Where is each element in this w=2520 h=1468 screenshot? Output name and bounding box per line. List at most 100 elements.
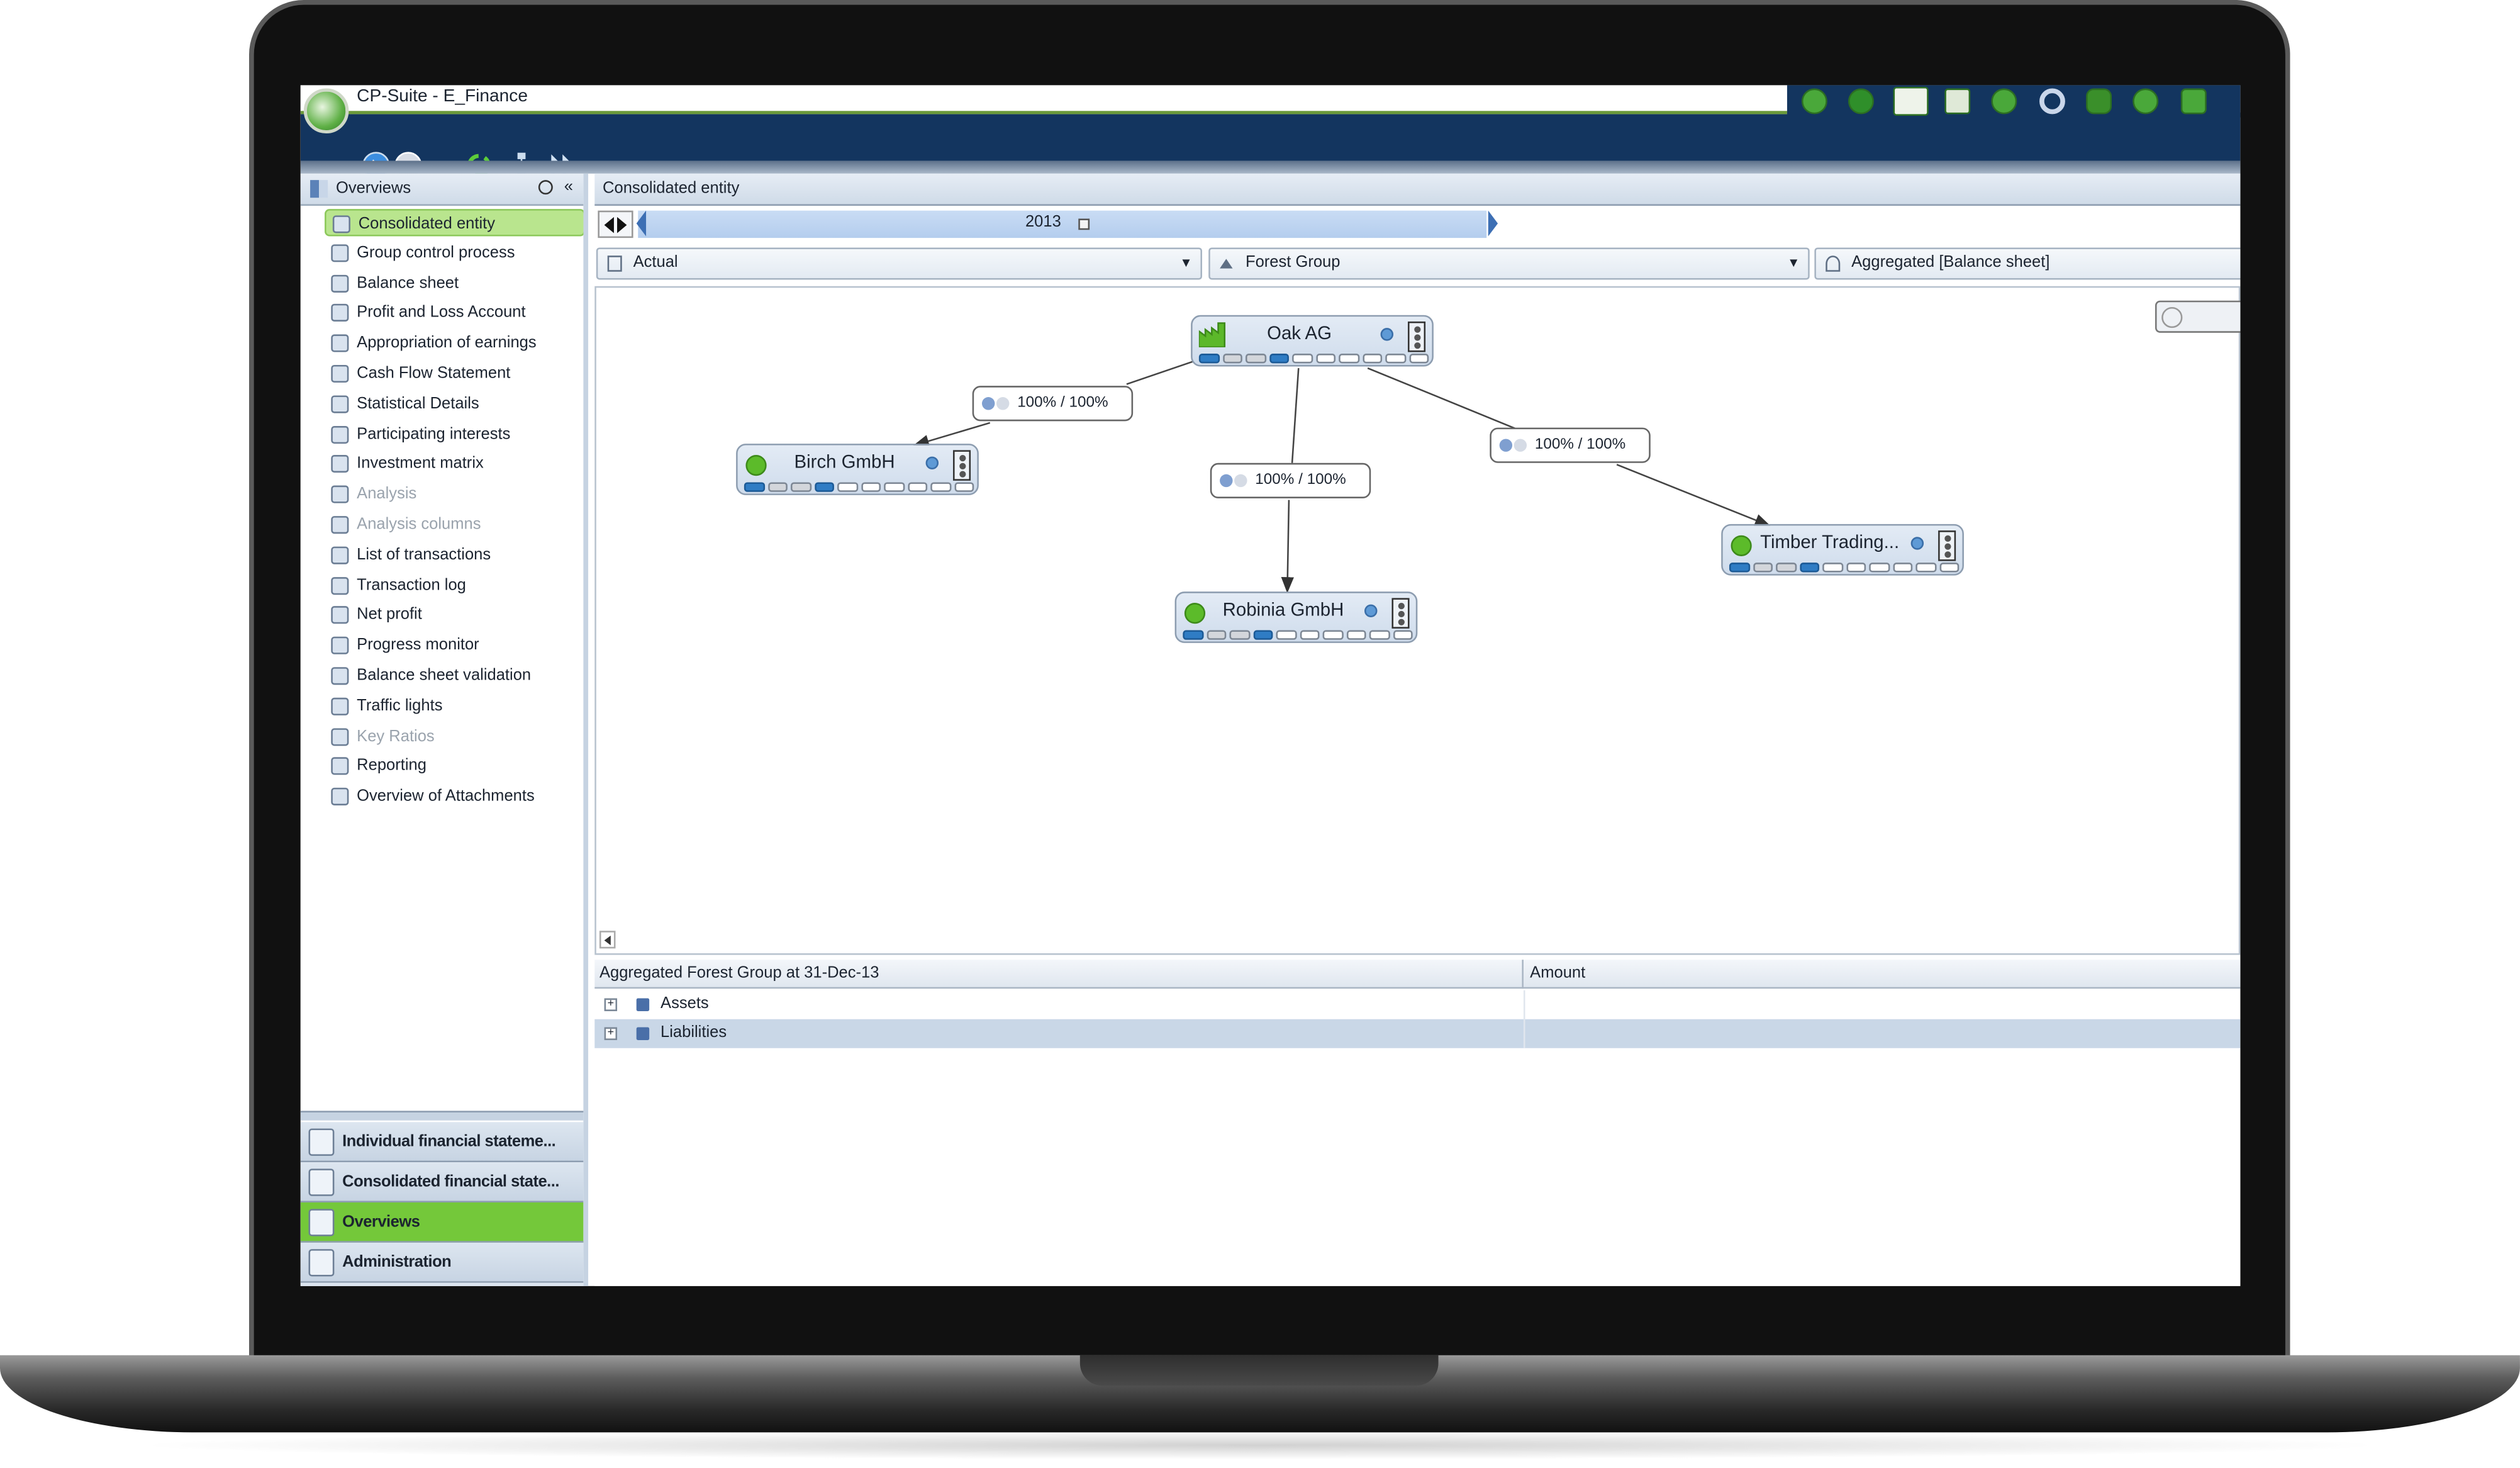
module-label: Administration [342,1253,452,1272]
sidebar-item[interactable]: Reporting [325,753,583,780]
info-icon[interactable] [1910,537,1924,550]
timeline-end-handle[interactable] [1488,210,1498,237]
module-button[interactable]: Consolidated financial state... [300,1162,584,1202]
more-menu-icon[interactable] [1938,530,1956,561]
sidebar-item[interactable]: Balance sheet validation [325,663,583,690]
sidebar-item[interactable]: List of transactions [325,541,583,568]
compass-icon[interactable] [2133,88,2159,115]
sidebar-item[interactable]: Net profit [325,602,583,629]
info-icon[interactable] [925,456,939,470]
timeline-start-handle[interactable] [636,210,647,237]
edge-arrow [1616,464,1771,527]
entity-node[interactable]: Timber Trading... [1721,524,1964,576]
module-button[interactable]: Structure editing [300,1282,584,1286]
overview-item-icon [331,607,349,625]
status-green-icon [745,455,767,476]
status-step [1252,630,1273,640]
version-dropdown[interactable]: Actual▼ [596,247,1202,280]
sidebar-item-label: Net profit [357,607,422,625]
entity-node[interactable]: Robinia GmbH [1174,591,1418,643]
status-step [1846,563,1866,573]
previous-year-icon[interactable] [604,216,614,233]
sidebar-item[interactable]: Appropriation of earnings [325,330,583,357]
year-nav-buttons[interactable] [598,210,633,238]
sidebar-item[interactable]: Cash Flow Statement [325,360,583,387]
group-dropdown[interactable]: Forest Group▼ [1208,247,1810,280]
status-step [1245,354,1266,364]
sidebar-item-label: Analysis columns [357,516,481,534]
user-icon[interactable] [2180,88,2207,115]
module-button[interactable]: Individual financial stateme... [300,1122,584,1163]
unlock-icon[interactable] [1078,218,1090,230]
module-button[interactable]: Overviews [300,1202,584,1243]
leaf-icon[interactable] [1893,86,1929,116]
sidebar-item[interactable]: Progress monitor [325,632,583,659]
ownership-label[interactable]: 100% / 100% [972,386,1134,422]
globe-refresh-icon[interactable] [1991,88,2017,115]
scroll-left-icon [604,935,611,946]
factory-icon [1198,322,1231,356]
ownership-label[interactable]: 100% / 100% [1490,427,1651,463]
more-menu-icon[interactable] [1408,321,1426,352]
row-label: Liabilities [661,1024,727,1042]
entity-node[interactable]: Birch GmbH [736,444,979,495]
status-step [1729,563,1749,573]
column-header-amount[interactable]: Amount [1523,960,2241,989]
scroll-left-button[interactable] [599,931,616,949]
money-icon[interactable] [1944,88,1971,115]
sidebar-item[interactable]: Overview of Attachments [325,783,583,810]
view-dropdown[interactable]: Aggregated [Balance sheet] [1814,247,2241,280]
zoom-control[interactable] [2155,300,2241,333]
sidebar-item[interactable]: Profit and Loss Account [325,300,583,327]
search-icon[interactable] [538,180,553,195]
sidebar-item[interactable]: Consolidated entity [325,209,584,237]
laptop-notch [1079,1355,1439,1386]
app-logo[interactable] [303,88,349,134]
sidebar-item[interactable]: Transaction log [325,571,583,598]
sidebar-item[interactable]: Balance sheet [325,269,583,296]
next-year-icon[interactable] [617,216,627,233]
info-icon[interactable] [1364,604,1378,618]
status-step [1269,354,1289,364]
info-icon[interactable] [1380,328,1394,341]
settings-icon[interactable] [2086,88,2112,115]
group-structure-diagram[interactable]: Oak AG Birch GmbH Robinia GmbH Timber Tradi… [594,286,2241,955]
module-button[interactable]: Administration [300,1242,584,1283]
expand-icon[interactable]: + [604,1027,618,1040]
year-label: 2013 [1025,213,1061,232]
entity-node[interactable]: Oak AG [1191,315,1434,367]
overviews-icon [310,180,328,198]
column-header-position[interactable]: Aggregated Forest Group at 31-Dec-13 [594,960,1524,989]
status-step [1222,354,1242,364]
entity-name: Oak AG [1267,325,1332,344]
chevron-down-icon[interactable] [2161,306,2183,328]
sidebar-item[interactable]: Statistical Details [325,390,583,417]
year-timeline-bar[interactable]: 2013 [636,210,1498,238]
gears-globe-icon[interactable] [1848,88,1874,115]
more-menu-icon[interactable] [1391,598,1410,629]
sidebar-item[interactable]: Traffic lights [325,693,583,720]
table-row[interactable]: +Assets [594,990,2240,1019]
expand-icon[interactable]: + [604,998,618,1011]
status-step [1346,630,1366,640]
sidebar-item-label: Balance sheet [357,274,459,292]
clock-icon[interactable] [1801,88,1827,115]
sidebar-item[interactable]: Analysis columns [325,511,583,538]
sidebar-item[interactable]: Key Ratios [325,723,583,750]
sidebar-item[interactable]: Analysis [325,481,583,508]
table-row[interactable]: + Liabilities [594,1019,2241,1048]
more-menu-icon[interactable] [952,450,971,481]
sidebar-item[interactable]: Participating interests [325,420,583,447]
edge-arrow [913,422,991,447]
sidebar-item[interactable]: Investment matrix [325,451,583,478]
edge-line [1126,361,1193,385]
collapse-icon[interactable]: « [564,178,573,196]
sidebar-item[interactable]: Group control process [325,239,583,266]
edge-line [1291,367,1300,463]
panel-splitter[interactable] [300,1111,584,1121]
voting-icon [1234,474,1247,488]
status-step [1799,563,1820,573]
lifebuoy-icon[interactable] [2039,88,2065,115]
ownership-label[interactable]: 100% / 100% [1210,462,1371,498]
hierarchy-icon [1220,259,1233,269]
